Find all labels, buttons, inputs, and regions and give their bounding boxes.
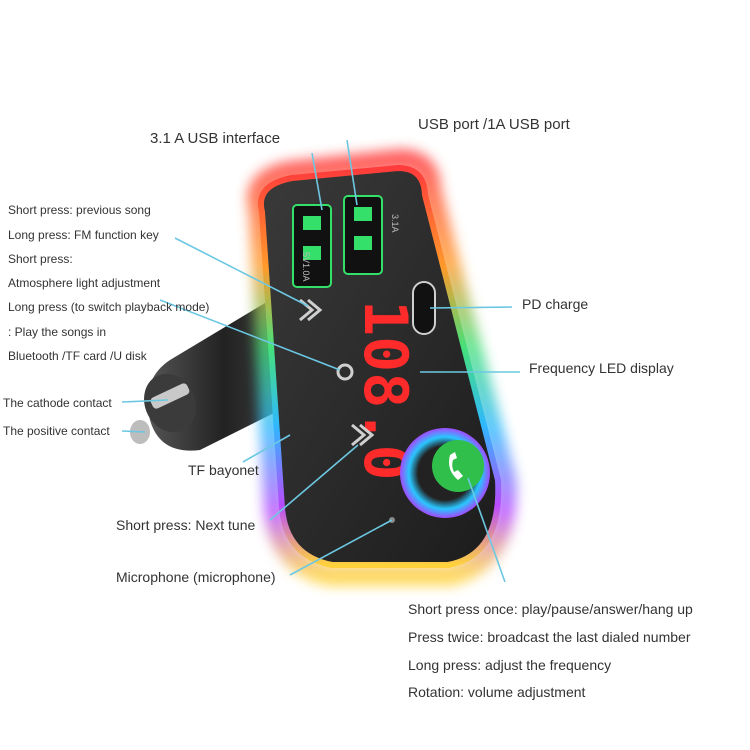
volume-knob[interactable] <box>400 428 490 518</box>
port-label-left: 5V1.0A <box>301 252 311 282</box>
label-short-once: Short press once: play/pause/answer/hang… <box>408 601 693 617</box>
label-long-adjust: Long press: adjust the frequency <box>408 657 612 673</box>
label-frequency-display: Frequency LED display <box>529 360 674 376</box>
cathode-contact <box>150 383 190 409</box>
next-tune-button[interactable] <box>351 423 375 447</box>
mode-button[interactable] <box>336 363 354 381</box>
usb-port-1a <box>292 204 332 288</box>
label-atmosphere: Atmosphere light adjustment <box>8 276 161 290</box>
label-microphone: Microphone (microphone) <box>116 569 276 585</box>
port-label-right: 3.1A <box>390 214 400 233</box>
label-usb-1a: USB port /1A USB port <box>418 116 570 133</box>
label-cathode: The cathode contact <box>3 396 112 410</box>
label-positive: The positive contact <box>3 424 110 438</box>
label-long-switch: Long press (to switch playback mode) <box>8 300 210 314</box>
label-press-twice: Press twice: broadcast the last dialed n… <box>408 629 691 645</box>
label-play-songs: : Play the songs in <box>8 325 107 339</box>
label-pd-charge: PD charge <box>522 296 589 312</box>
label-long-fm: Long press: FM function key <box>8 228 159 242</box>
label-usb-31a: 3.1 A USB interface <box>150 130 281 147</box>
label-rotation: Rotation: volume adjustment <box>408 684 586 700</box>
label-next-tune: Short press: Next tune <box>116 517 256 533</box>
label-short-prev: Short press: previous song <box>8 203 151 217</box>
callout-lines <box>121 139 520 583</box>
phone-icon <box>449 452 463 480</box>
label-bt-tf: Bluetooth /TF card /U disk <box>8 349 147 363</box>
label-tf-bayonet: TF bayonet <box>188 462 259 478</box>
label-short-press: Short press: <box>8 252 73 266</box>
usb-port-31a <box>343 195 383 275</box>
